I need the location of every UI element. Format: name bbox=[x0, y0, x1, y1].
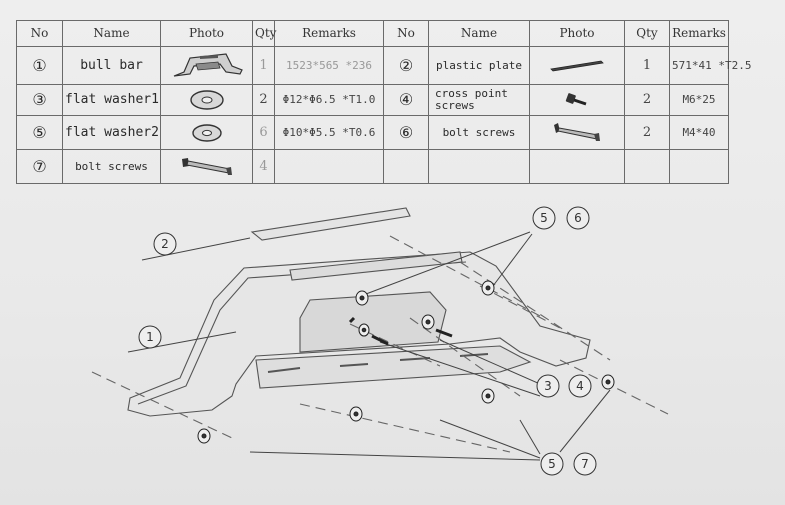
washer-icon bbox=[189, 90, 224, 110]
part-name: cross point screws bbox=[428, 83, 530, 117]
part-qty: 1 bbox=[624, 45, 670, 85]
part-photo bbox=[529, 45, 625, 85]
washer-icon bbox=[191, 124, 222, 142]
table-header-row: No Name Photo Qty Remarks No Name Photo … bbox=[16, 20, 729, 47]
callout-4: 4 bbox=[576, 379, 584, 393]
part-photo bbox=[529, 83, 625, 117]
part-number: ⑥ bbox=[383, 115, 429, 151]
table-row: ⑦ bolt screws 4 bbox=[16, 149, 729, 184]
part-qty: 6 bbox=[252, 115, 275, 151]
part-name: flat washer2 bbox=[62, 115, 161, 151]
empty-cell bbox=[383, 149, 429, 184]
plastic-plate-icon bbox=[550, 60, 604, 72]
part-remarks: 571*41 *T2.5 bbox=[669, 45, 751, 85]
part-remarks: M6*25 bbox=[669, 83, 729, 117]
part-number: ⑦ bbox=[16, 149, 63, 184]
header-remarks-left: Remarks bbox=[274, 20, 384, 47]
table-row: ③ flat washer1 2 Φ12*Φ6.5 *T1.0 ④ cross … bbox=[16, 83, 729, 117]
fasteners bbox=[197, 280, 615, 444]
table-row: ⑤ flat washer2 6 Φ10*Φ5.5 *T0.6 ⑥ bolt s… bbox=[16, 115, 729, 151]
header-name-right: Name bbox=[428, 20, 530, 47]
part-name: bolt screws bbox=[428, 115, 530, 151]
part-remarks: 1523*565 *236 bbox=[274, 45, 384, 85]
part-remarks: Φ12*Φ6.5 *T1.0 bbox=[274, 83, 384, 117]
part-number: ③ bbox=[16, 83, 63, 117]
callout-5-top: 5 bbox=[540, 211, 548, 225]
empty-cell bbox=[529, 149, 625, 184]
bull-bar-icon bbox=[173, 53, 243, 77]
parts-table: No Name Photo Qty Remarks No Name Photo … bbox=[16, 20, 751, 184]
part-qty: 4 bbox=[252, 149, 275, 184]
part-number: ⑤ bbox=[16, 115, 63, 151]
part-photo bbox=[160, 83, 253, 117]
header-no-right: No bbox=[383, 20, 429, 47]
header-qty-right: Qty bbox=[624, 20, 670, 47]
part-qty: 2 bbox=[624, 83, 670, 117]
screw-icon bbox=[565, 93, 587, 106]
header-remarks-right: Remarks bbox=[669, 20, 729, 47]
empty-cell bbox=[428, 149, 530, 184]
part-number: ① bbox=[16, 45, 63, 85]
part-name: plastic plate bbox=[428, 45, 530, 85]
part-qty: 2 bbox=[624, 115, 670, 151]
empty-cell bbox=[669, 149, 729, 184]
callout-1: 1 bbox=[146, 330, 154, 344]
table-row: ① bull bar 1 1523*565 *236 ② plastic pla… bbox=[16, 45, 751, 85]
callout-7: 7 bbox=[581, 457, 589, 471]
part-number: ② bbox=[383, 45, 429, 85]
part-photo bbox=[160, 45, 253, 85]
part-remarks: Φ10*Φ5.5 *T0.6 bbox=[274, 115, 384, 151]
callout-3: 3 bbox=[544, 379, 552, 393]
part-name: bull bar bbox=[62, 45, 161, 85]
header-photo-left: Photo bbox=[160, 20, 253, 47]
part-remarks: M4*40 bbox=[669, 115, 729, 151]
bolt-icon bbox=[554, 122, 600, 141]
part-photo bbox=[529, 115, 625, 151]
empty-cell bbox=[624, 149, 670, 184]
callout-2: 2 bbox=[161, 237, 169, 251]
part-photo bbox=[160, 115, 253, 151]
plastic-plate-drawing bbox=[250, 207, 411, 241]
assembly-diagram: 2 1 5 6 3 4 5 7 bbox=[91, 206, 669, 476]
header-name-left: Name bbox=[62, 20, 161, 47]
callout-5-bottom: 5 bbox=[548, 457, 556, 471]
part-name: flat washer1 bbox=[62, 83, 161, 117]
header-qty-left: Qty bbox=[252, 20, 276, 47]
part-number: ④ bbox=[383, 83, 429, 117]
header-photo-right: Photo bbox=[529, 20, 625, 47]
part-name: bolt screws bbox=[62, 149, 161, 184]
header-no-left: No bbox=[16, 20, 63, 47]
part-qty: 2 bbox=[252, 83, 275, 117]
part-qty: 1 bbox=[252, 45, 275, 85]
part-photo bbox=[160, 149, 253, 184]
bolt-icon bbox=[181, 157, 232, 175]
part-remarks bbox=[274, 149, 384, 184]
callout-6: 6 bbox=[574, 211, 582, 225]
